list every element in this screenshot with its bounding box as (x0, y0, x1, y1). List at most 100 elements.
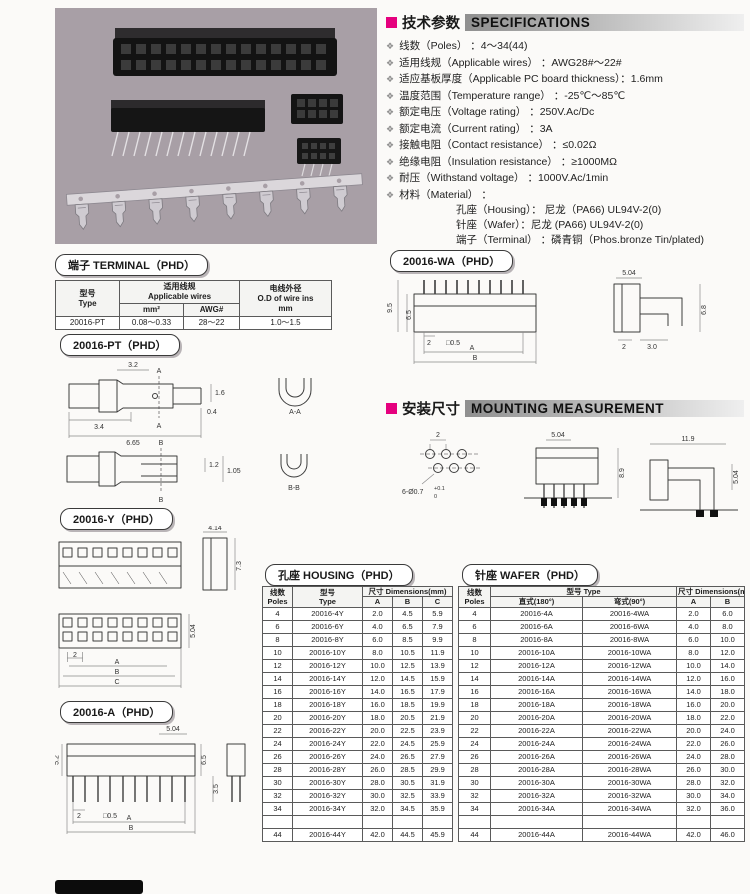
spec-item: ❖ 适应基板厚度（Applicable PC board thickness）：… (386, 71, 744, 88)
cell-type: 20016-44Y (292, 827, 363, 842)
table-row: 44 20016-44A 20016-44WA 42.0 46.0 (458, 827, 746, 842)
dim-label: 3.4 (94, 424, 104, 431)
spec-text: 适用线规（Applicable wires） ：AWG28#～22# (399, 56, 622, 69)
dim-label: A (115, 659, 120, 666)
cell-dim-a: 32.0 (676, 801, 712, 816)
cell-dim-a: 30.0 (676, 788, 712, 803)
cell-dim-b (392, 814, 423, 829)
product-photo (55, 8, 377, 244)
dim-label: 6.8 (701, 305, 708, 315)
cell-type-straight: 20016-14A (490, 671, 583, 686)
dim-label: 5.04 (190, 624, 197, 638)
cell-dim-a: 10.0 (676, 658, 712, 673)
cell-dim-b: 20.0 (710, 697, 746, 712)
cell-poles: 26 (262, 749, 293, 764)
terminal-col-awg: AWG# (182, 303, 241, 317)
table-row: 24 20016-24Y 22.0 24.5 25.9 (262, 736, 454, 751)
cell-dim-a (362, 814, 393, 829)
spec-text: 线数（Poles） ：4～34(44) (399, 40, 528, 52)
cell-type-angle: 20016-44WA (581, 827, 678, 842)
cell-dim-a: 14.0 (676, 684, 712, 699)
cell-type-angle (581, 814, 678, 829)
table-row: 32 20016-32Y 30.0 32.5 33.9 (262, 788, 454, 803)
mounting-title-en: MOUNTING MEASUREMENT (465, 400, 744, 417)
wafer-col-a: A (676, 596, 712, 608)
cell-dim-a: 6.0 (362, 632, 393, 647)
drawing-20016-pt: 3.2 1.6 3.4 6.65 0.4 A A A-A 1.2 1.05 B … (66, 362, 312, 504)
table-row: 28 20016-28A 20016-28WA 26.0 30.0 (458, 762, 746, 777)
dim-label: 9.5 (387, 303, 394, 313)
cell-dim-a: 28.0 (676, 775, 712, 790)
dim-label: A (470, 345, 475, 352)
cell-poles: 6 (458, 619, 491, 634)
table-row: 12 20016-12A 20016-12WA 10.0 14.0 (458, 658, 746, 673)
specs-title: 技术参数 SPECIFICATIONS (386, 12, 744, 33)
cell-dim-a: 18.0 (676, 710, 712, 725)
cell-dim-b: 4.5 (392, 606, 423, 621)
table-row: 6 20016-6Y 4.0 6.5 7.9 (262, 619, 454, 634)
cell-type-straight: 20016-26A (490, 749, 583, 764)
cell-dim-b: 12.0 (710, 645, 746, 660)
cell-dim-c: 25.9 (421, 736, 454, 751)
cell-type-straight: 20016-12A (490, 658, 583, 673)
spec-item: ❖ 适用线规（Applicable wires） ：AWG28#～22# (386, 55, 744, 72)
spec-item: ❖ 绝缘电阻（Insulation resistance） ：≥1000MΩ (386, 154, 744, 171)
spec-text: 温度范围（Temperature range） ：-25℃～85℃ (399, 89, 626, 102)
table-row: 8 20016-8Y 6.0 8.5 9.9 (262, 632, 454, 647)
table-row: 22 20016-22Y 20.0 22.5 23.9 (262, 723, 454, 738)
a-dims (61, 733, 214, 834)
y-dims (58, 531, 236, 688)
pt-terminal-a-dims (68, 369, 212, 438)
cell-type: 20016-32Y (292, 788, 363, 803)
cell-dim-c: 23.9 (421, 723, 454, 738)
cell-dim-b: 18.5 (392, 697, 423, 712)
dim-label: 8.9 (619, 468, 626, 478)
material-list: 孔座（Housing）： 尼龙（PA66) UL94V-2(0) 针座（Wafe… (386, 203, 744, 248)
cell-dim-a: 22.0 (362, 736, 393, 751)
cell-dim-c: 17.9 (421, 684, 454, 699)
cell-poles: 14 (262, 671, 293, 686)
cell-type: 20016-16Y (292, 684, 363, 699)
table-row (458, 814, 746, 829)
cell-type-straight: 20016-16A (490, 684, 583, 699)
table-row: 6 20016-6A 20016-6WA 4.0 8.0 (458, 619, 746, 634)
dim-label: C (114, 679, 119, 686)
table-row: 34 20016-34A 20016-34WA 32.0 36.0 (458, 801, 746, 816)
mounting-section-title: 安装尺寸 MOUNTING MEASUREMENT (386, 398, 744, 424)
cell-poles: 32 (458, 788, 491, 803)
dim-label: 6-Ø0.7 (402, 489, 424, 496)
cell-poles: 24 (262, 736, 293, 751)
cell-dim-c: 19.9 (421, 697, 454, 712)
cell-dim-b: 34.5 (392, 801, 423, 816)
cell-type-angle: 20016-32WA (581, 788, 678, 803)
product-photo-image (65, 28, 363, 231)
cell-dim-a: 16.0 (362, 697, 393, 712)
dim-label: 6.5 (406, 310, 413, 320)
table-row: 4 20016-4Y 2.0 4.5 5.9 (262, 606, 454, 621)
cell-dim-c: 11.9 (421, 645, 454, 660)
cell-poles: 12 (262, 658, 293, 673)
cell-dim-c: 9.9 (421, 632, 454, 647)
table-row: 34 20016-34Y 32.0 34.5 35.9 (262, 801, 454, 816)
table-row: 30 20016-30Y 28.0 30.5 31.9 (262, 775, 454, 790)
long-connector-image (113, 28, 337, 76)
dim-label: +0.1 (434, 486, 445, 492)
cell-type-straight: 20016-34A (490, 801, 583, 816)
cell-dim-b: 6.5 (392, 619, 423, 634)
mounting-title-cn: 安装尺寸 (402, 402, 460, 418)
cell-dim-b: 26.0 (710, 736, 746, 751)
cell-dim-a: 16.0 (676, 697, 712, 712)
dim-label: □0.5 (446, 340, 460, 347)
table-row: 14 20016-14Y 12.0 14.5 15.9 (262, 671, 454, 686)
cell-poles: 22 (458, 723, 491, 738)
diamond-bullet-icon: ❖ (386, 107, 395, 117)
cell-type: 20016-8Y (292, 632, 363, 647)
drawing-20016-y: 4.14 7.3 5.04 2 A B C (58, 526, 243, 688)
cell-type: 20016-18Y (292, 697, 363, 712)
pt-terminal-b-view (66, 448, 178, 492)
specs-title-cn: 技术参数 (402, 16, 460, 32)
cell-dim-c: 27.9 (421, 749, 454, 764)
